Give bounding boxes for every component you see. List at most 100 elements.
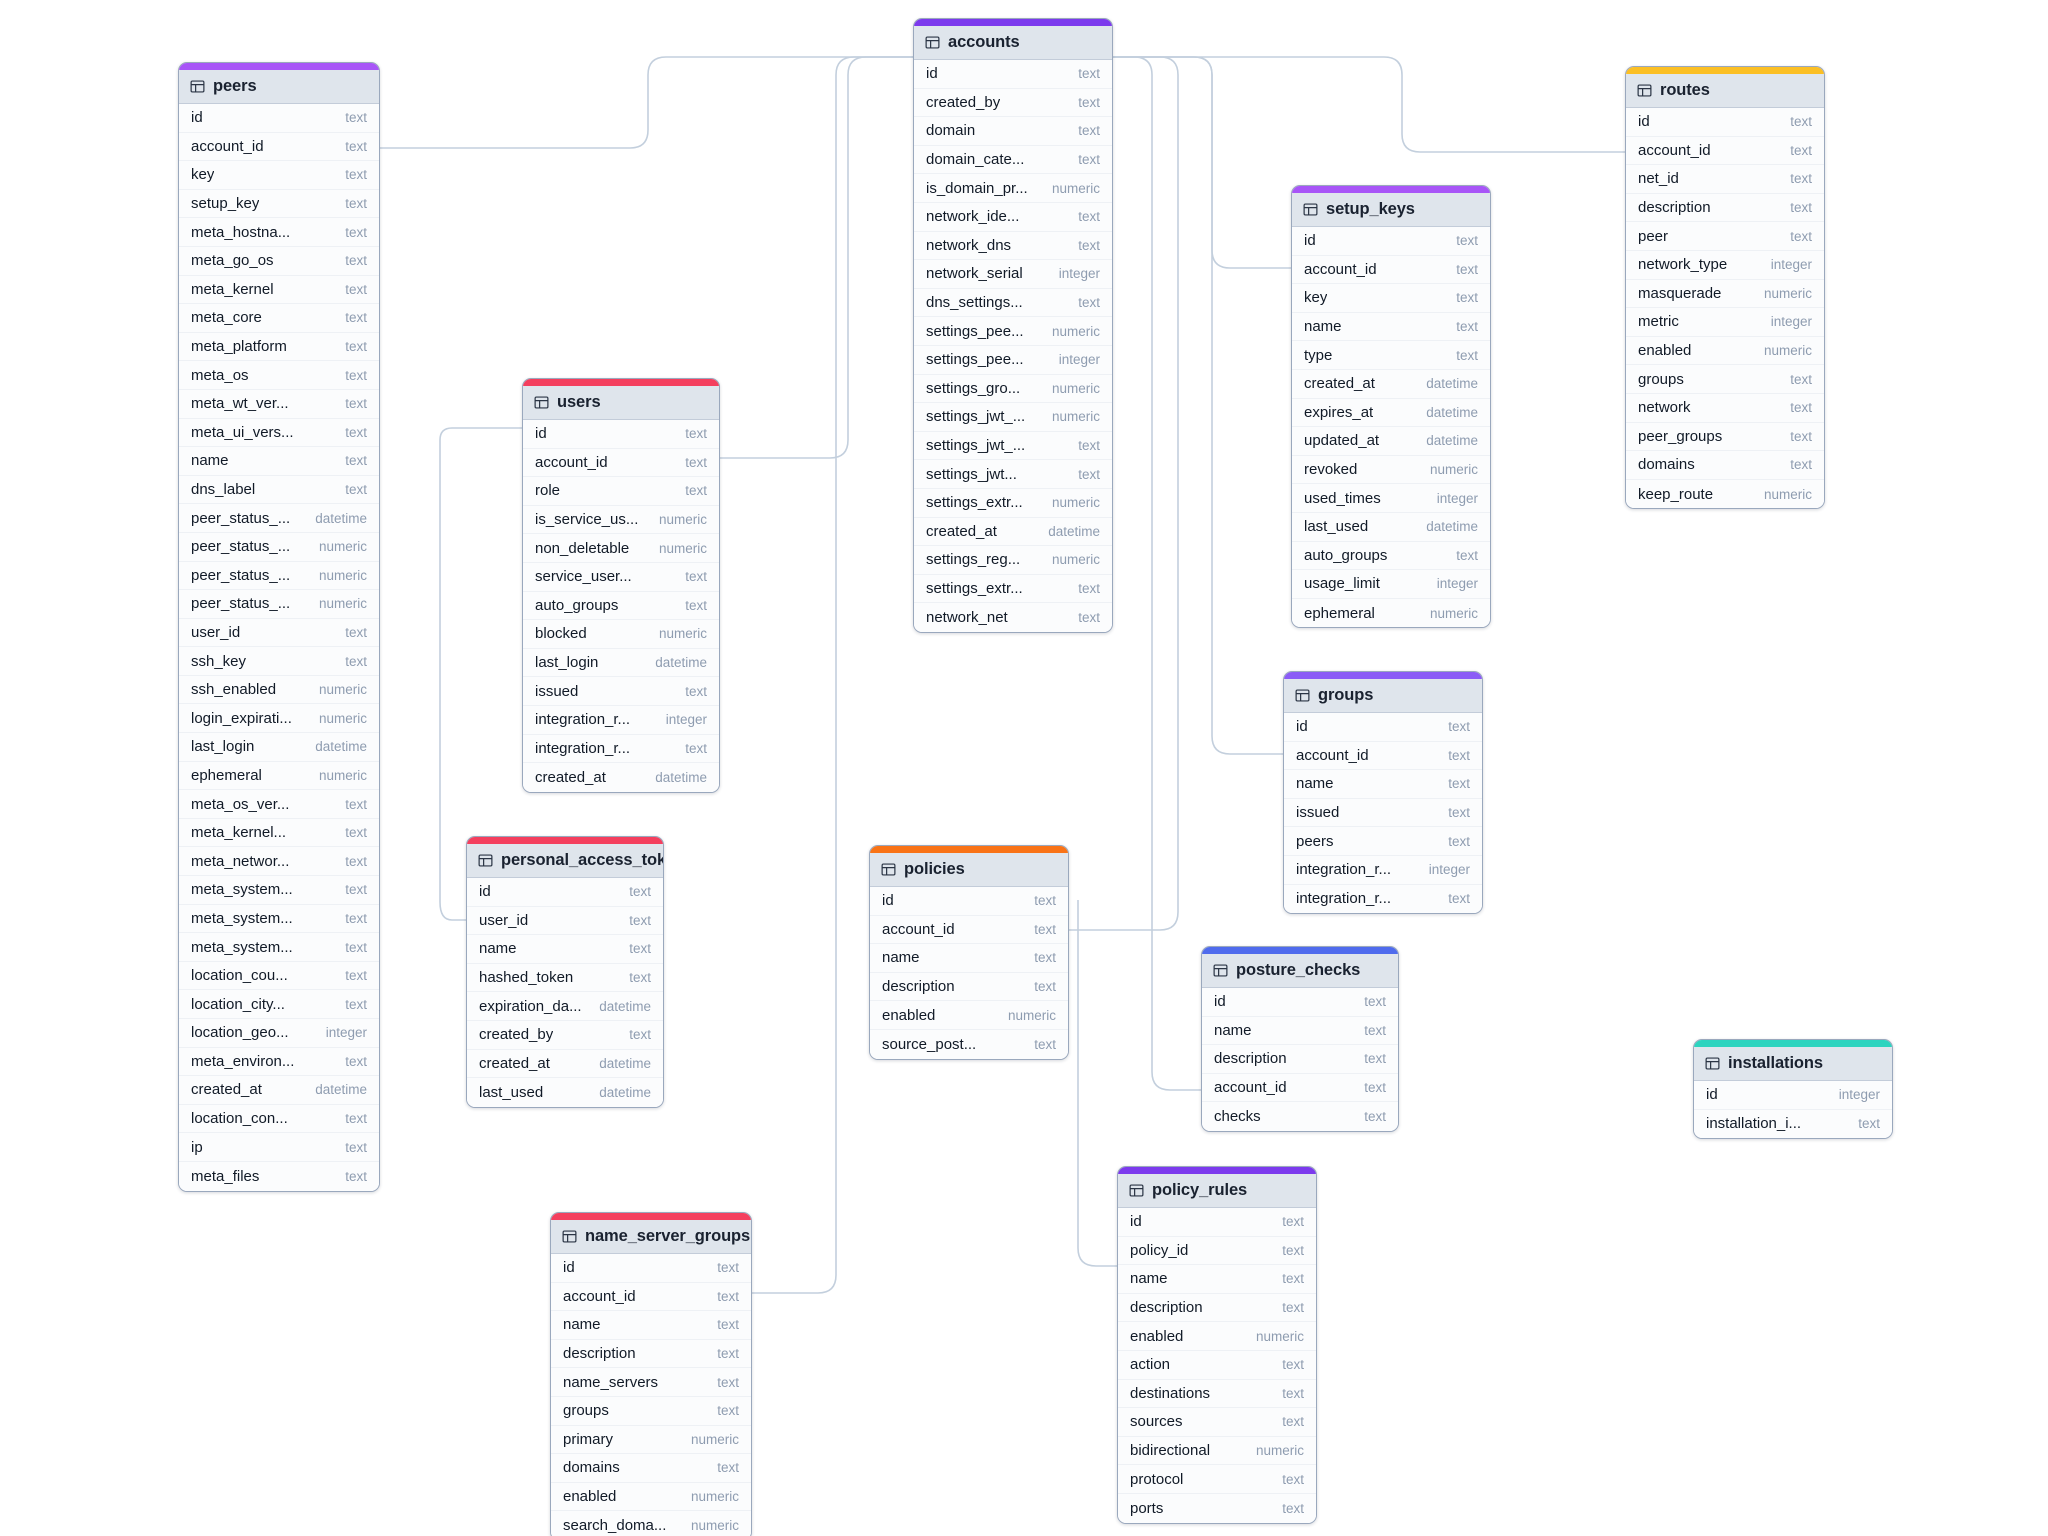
column-row[interactable]: meta_system...text <box>179 933 379 962</box>
column-row[interactable]: peer_status_...datetime <box>179 504 379 533</box>
column-row[interactable]: integration_r...integer <box>1284 855 1482 885</box>
column-row[interactable]: service_user...text <box>523 562 719 592</box>
table-header[interactable]: personal_access_tokens <box>467 844 663 878</box>
column-row[interactable]: meta_ui_vers...text <box>179 418 379 448</box>
table-node-personal_access_tokens[interactable]: personal_access_tokensidtextuser_idtextn… <box>466 836 664 1108</box>
column-row[interactable]: peer_status_...numeric <box>179 561 379 591</box>
column-row[interactable]: settings_reg...numeric <box>914 546 1112 575</box>
column-row[interactable]: expiration_da...datetime <box>467 992 663 1021</box>
column-row[interactable]: settings_jwt...text <box>914 460 1112 489</box>
table-header[interactable]: routes <box>1626 74 1824 108</box>
column-row[interactable]: network_ide...text <box>914 202 1112 232</box>
column-row[interactable]: settings_extr...numeric <box>914 488 1112 518</box>
column-row[interactable]: peer_status_...numeric <box>179 590 379 619</box>
column-row[interactable]: meta_networ...text <box>179 847 379 877</box>
column-row[interactable]: settings_jwt_...numeric <box>914 403 1112 432</box>
column-row[interactable]: meta_system...text <box>179 876 379 905</box>
column-row[interactable]: source_post...text <box>870 1029 1068 1059</box>
column-row[interactable]: domain_cate...text <box>914 145 1112 175</box>
table-header[interactable]: policy_rules <box>1118 1174 1316 1208</box>
column-row[interactable]: peer_status_...numeric <box>179 532 379 562</box>
table-header[interactable]: posture_checks <box>1202 954 1398 988</box>
column-row[interactable]: settings_pee...numeric <box>914 317 1112 346</box>
column-row[interactable]: integration_r...text <box>1284 884 1482 914</box>
column-row[interactable]: integration_r...integer <box>523 705 719 735</box>
table-header[interactable]: installations <box>1694 1047 1892 1081</box>
column-row[interactable]: location_con...text <box>179 1104 379 1134</box>
table-header[interactable]: policies <box>870 853 1068 887</box>
column-row[interactable]: location_cou...text <box>179 961 379 991</box>
column-row[interactable]: login_expirati...numeric <box>179 704 379 734</box>
column-row[interactable]: location_city...text <box>179 990 379 1019</box>
column-row[interactable]: meta_kernel...text <box>179 818 379 848</box>
column-row[interactable]: meta_system...text <box>179 904 379 934</box>
